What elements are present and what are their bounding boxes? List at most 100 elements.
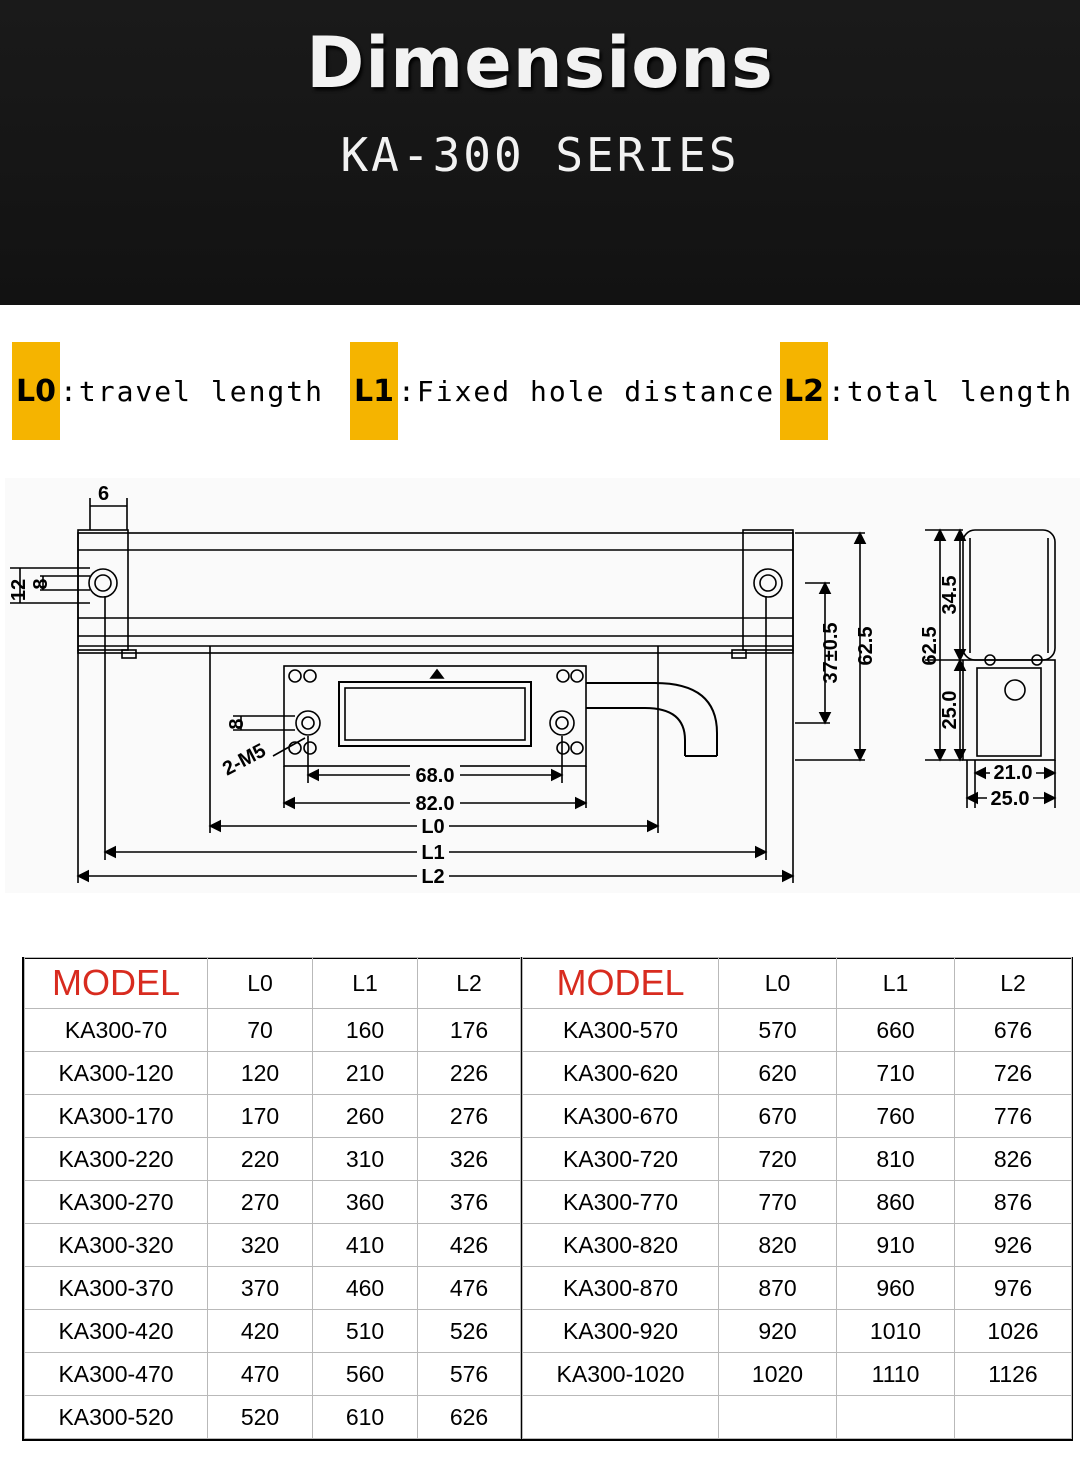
legend-desc-l0: :travel length bbox=[60, 374, 325, 408]
l1-cell: 710 bbox=[836, 1051, 955, 1095]
dimension-drawing: 6 12 8 8 2-M5 68.0 82.0 L0 L1 L2 37±0.5 … bbox=[5, 478, 1080, 893]
table-header-row: MODEL L0 L1 L2 bbox=[24, 957, 521, 1009]
l0-cell: 420 bbox=[207, 1309, 313, 1353]
l1-cell: 910 bbox=[836, 1223, 955, 1267]
dim-8-b: 8 bbox=[226, 718, 248, 729]
l0-cell: 570 bbox=[718, 1008, 837, 1052]
dim-l1: L1 bbox=[421, 842, 444, 864]
header-l2: L2 bbox=[954, 957, 1072, 1009]
legend-key-l1: L1 bbox=[350, 342, 398, 440]
l0-cell: 370 bbox=[207, 1266, 313, 1310]
model-cell: KA300-220 bbox=[24, 1137, 208, 1181]
l0-cell: 920 bbox=[718, 1309, 837, 1353]
l1-cell: 660 bbox=[836, 1008, 955, 1052]
dim-6: 6 bbox=[98, 483, 109, 505]
l0-cell: 620 bbox=[718, 1051, 837, 1095]
l2-cell: 276 bbox=[417, 1094, 521, 1138]
header-banner: Dimensions KA-300 SERIES bbox=[0, 0, 1080, 305]
l0-cell: 770 bbox=[718, 1180, 837, 1224]
dim-68: 68.0 bbox=[416, 765, 455, 787]
l2-cell: 426 bbox=[417, 1223, 521, 1267]
model-cell: KA300-170 bbox=[24, 1094, 208, 1138]
l2-cell: 526 bbox=[417, 1309, 521, 1353]
model-cell bbox=[522, 1395, 719, 1439]
dim-21: 21.0 bbox=[994, 762, 1033, 784]
model-cell: KA300-120 bbox=[24, 1051, 208, 1095]
l1-cell: 1110 bbox=[836, 1352, 955, 1396]
l2-cell: 926 bbox=[954, 1223, 1072, 1267]
l0-cell: 70 bbox=[207, 1008, 313, 1052]
page-title: Dimensions bbox=[306, 22, 774, 104]
dim-25-vertical: 25.0 bbox=[939, 691, 961, 730]
l2-cell: 726 bbox=[954, 1051, 1072, 1095]
l0-cell: 670 bbox=[718, 1094, 837, 1138]
legend-item-l1: L1 :Fixed hole distance bbox=[350, 342, 775, 440]
model-cell: KA300-620 bbox=[522, 1051, 719, 1095]
dim-l0: L0 bbox=[421, 816, 444, 838]
l2-cell: 976 bbox=[954, 1266, 1072, 1310]
header-l0: L0 bbox=[718, 957, 837, 1009]
l0-cell: 120 bbox=[207, 1051, 313, 1095]
front-view bbox=[10, 498, 867, 883]
l1-cell bbox=[836, 1395, 955, 1439]
dim-12: 12 bbox=[8, 579, 30, 601]
l0-cell: 220 bbox=[207, 1137, 313, 1181]
dim-8-a: 8 bbox=[30, 578, 52, 589]
model-cell: KA300-1020 bbox=[522, 1352, 719, 1396]
l1-cell: 260 bbox=[312, 1094, 418, 1138]
model-cell: KA300-670 bbox=[522, 1094, 719, 1138]
dim-25-horizontal: 25.0 bbox=[991, 788, 1030, 810]
table-row bbox=[522, 1395, 1072, 1439]
model-cell: KA300-420 bbox=[24, 1309, 208, 1353]
l1-cell: 510 bbox=[312, 1309, 418, 1353]
legend-desc-l1: :Fixed hole distance bbox=[398, 374, 776, 408]
model-cell: KA300-720 bbox=[522, 1137, 719, 1181]
model-cell: KA300-270 bbox=[24, 1180, 208, 1224]
l2-cell: 376 bbox=[417, 1180, 521, 1224]
model-cell: KA300-70 bbox=[24, 1008, 208, 1052]
l2-cell: 226 bbox=[417, 1051, 521, 1095]
l0-cell: 470 bbox=[207, 1352, 313, 1396]
l1-cell: 810 bbox=[836, 1137, 955, 1181]
model-cell: KA300-820 bbox=[522, 1223, 719, 1267]
header-model: MODEL bbox=[522, 957, 719, 1009]
l0-cell: 270 bbox=[207, 1180, 313, 1224]
l1-cell: 310 bbox=[312, 1137, 418, 1181]
dim-62-5-front: 62.5 bbox=[855, 627, 877, 666]
l1-cell: 560 bbox=[312, 1352, 418, 1396]
l1-cell: 760 bbox=[836, 1094, 955, 1138]
l0-cell: 520 bbox=[207, 1395, 313, 1439]
l0-cell: 820 bbox=[718, 1223, 837, 1267]
l1-cell: 210 bbox=[312, 1051, 418, 1095]
model-cell: KA300-570 bbox=[522, 1008, 719, 1052]
l2-cell: 826 bbox=[954, 1137, 1072, 1181]
header-model: MODEL bbox=[24, 957, 208, 1009]
model-cell: KA300-470 bbox=[24, 1352, 208, 1396]
model-cell: KA300-920 bbox=[522, 1309, 719, 1353]
model-cell: KA300-520 bbox=[24, 1395, 208, 1439]
l0-cell bbox=[718, 1395, 837, 1439]
model-cell: KA300-320 bbox=[24, 1223, 208, 1267]
l1-cell: 460 bbox=[312, 1266, 418, 1310]
l2-cell: 676 bbox=[954, 1008, 1072, 1052]
legend-key-l2: L2 bbox=[780, 342, 828, 440]
header-l2: L2 bbox=[417, 957, 521, 1009]
l2-cell: 1026 bbox=[954, 1309, 1072, 1353]
l2-cell: 876 bbox=[954, 1180, 1072, 1224]
dim-37: 37±0.5 bbox=[820, 622, 842, 683]
legend-desc-l2: :total length bbox=[828, 374, 1074, 408]
l1-cell: 860 bbox=[836, 1180, 955, 1224]
